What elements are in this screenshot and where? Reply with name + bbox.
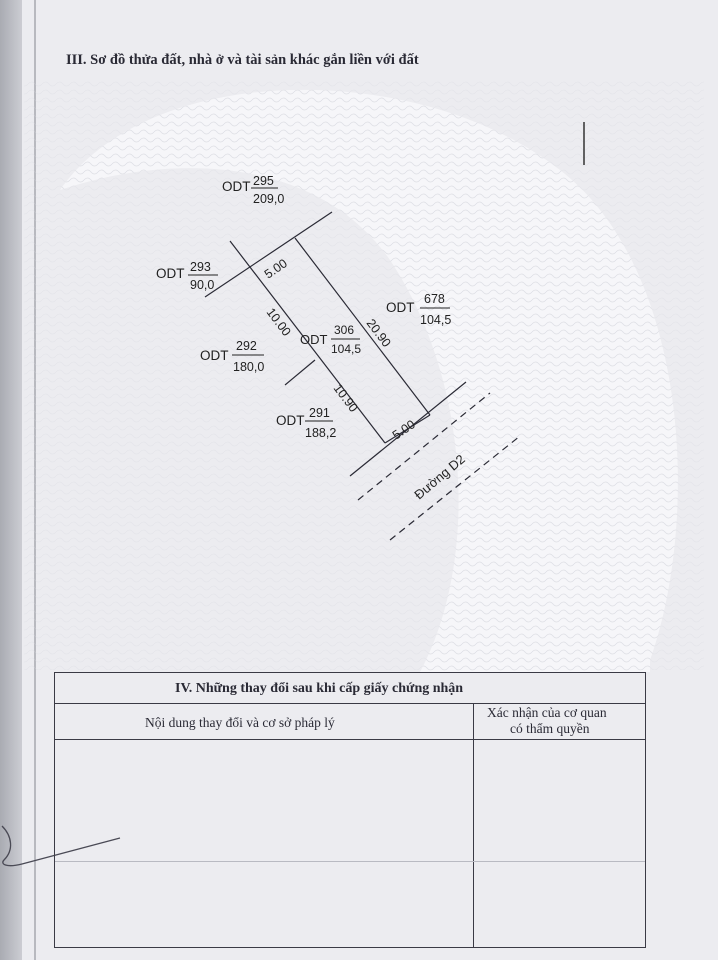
road-dashed-line-2 [389, 435, 521, 541]
road-dashed-line-1 [357, 392, 491, 501]
parcel-type: ODT [276, 413, 305, 428]
parcel-area: 209,0 [253, 192, 284, 206]
changes-table: IV. Những thay đổi sau khi cấp giấy chứn… [54, 672, 646, 948]
parcel-line-left [229, 240, 386, 444]
table-column-divider [473, 703, 474, 947]
column-header-confirm-line2: có thẩm quyền [510, 721, 590, 736]
table-header-divider [55, 739, 645, 740]
dimension-bottom: 5.00 [390, 417, 418, 442]
road-edge-line [349, 381, 467, 477]
column-header-content: Nội dung thay đổi và cơ sở pháp lý [145, 715, 335, 730]
section-iii-heading: III. Sơ đồ thửa đất, nhà ở và tài sản kh… [66, 52, 419, 68]
section-iv-heading: IV. Những thay đổi sau khi cấp giấy chứn… [175, 681, 464, 696]
page-left-shadow [0, 0, 24, 960]
parcel-number: 295 [253, 174, 274, 188]
parcel-type: ODT [200, 348, 229, 363]
parcel-line-right [294, 237, 431, 416]
parcel-label-291: ODT 291 188,2 [276, 406, 336, 440]
parcel-type: ODT [156, 266, 185, 281]
parcel-type: ODT [222, 179, 251, 194]
dimension-left-lower: 10.90 [331, 381, 361, 414]
parcel-label-293: ODT 293 90,0 [156, 260, 218, 292]
parcel-line-mid [284, 359, 316, 386]
parcel-number: 293 [190, 260, 211, 274]
parcel-type: ODT [386, 300, 415, 315]
parcel-label-678: ODT 678 104,5 [386, 292, 451, 327]
table-faint-divider [55, 861, 645, 862]
parcel-number: 306 [334, 323, 354, 337]
table-row-divider-top [55, 703, 645, 704]
column-header-confirm-line1: Xác nhận của cơ quan [487, 705, 607, 720]
parcel-number: 292 [236, 339, 257, 353]
dimension-top: 5.00 [262, 256, 290, 281]
parcel-area: 180,0 [233, 360, 264, 374]
parcel-area: 104,5 [420, 313, 451, 327]
parcel-number: 678 [424, 292, 445, 306]
parcel-label-292: ODT 292 180,0 [200, 339, 264, 374]
parcel-number: 291 [309, 406, 330, 420]
parcel-label-295: ODT 295 209,0 [222, 174, 284, 206]
dimension-left-upper: 10.00 [264, 305, 294, 338]
handwritten-mark [1, 825, 121, 867]
road-label: Đường D2 [411, 451, 468, 502]
parcel-label-306: ODT 306 104,5 [300, 323, 361, 356]
parcel-line-upper [204, 211, 333, 298]
parcel-area: 104,5 [331, 342, 361, 356]
parcel-type: ODT [300, 332, 328, 347]
parcel-area: 188,2 [305, 426, 336, 440]
parcel-area: 90,0 [190, 278, 214, 292]
